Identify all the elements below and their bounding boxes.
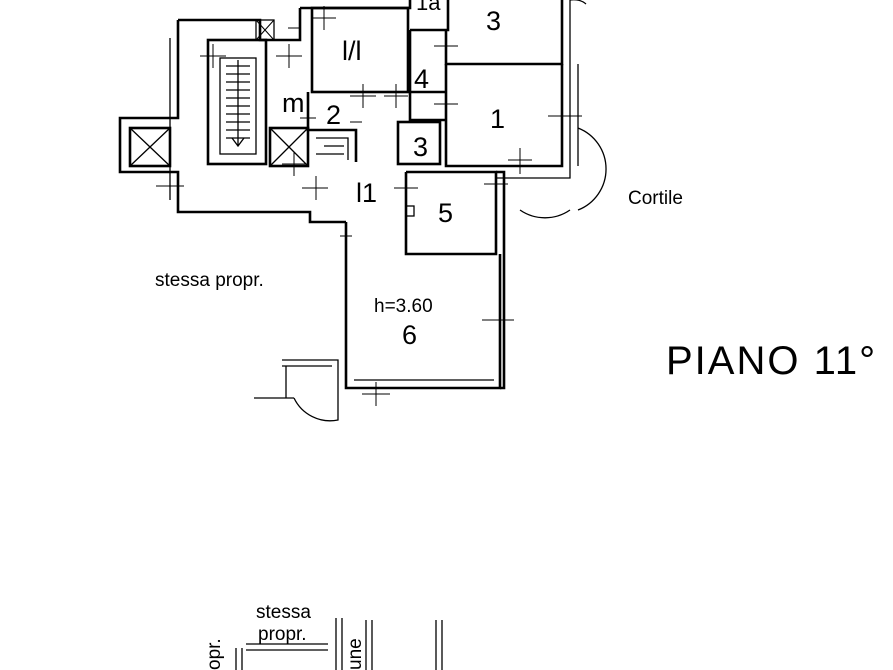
room-label-m: m [282,88,305,118]
room-label-3-small: 3 [413,132,428,162]
bottom-partial-plan [235,618,443,670]
balcony-left [254,359,339,422]
stair-core [118,8,346,224]
stessa-propr-label: stessa propr. [155,270,264,291]
room-label-1a: 1a [416,0,441,15]
room-label-2: 2 [326,100,341,130]
floor-title: PIANO 11° [666,339,877,383]
vertical-label-left: opr. [204,638,225,670]
room-label-5: 5 [438,198,453,228]
room-label-ll: l/l [342,36,362,66]
stessa-bottom-line1: stessa [256,602,311,623]
room-label-3-top: 3 [486,6,501,36]
room-label-1: 1 [490,104,505,134]
room-label-4: 4 [414,64,429,94]
vertical-label-right: une [345,638,366,670]
cortile-label: Cortile [628,188,683,209]
stessa-bottom-line2: propr. [258,624,307,645]
room-label-6: 6 [402,320,417,350]
room-label-l1: l1 [356,178,377,208]
room-height-label: h=3.60 [374,296,433,317]
crosshair-markers [156,6,582,406]
courtyard-arcs [519,0,607,219]
